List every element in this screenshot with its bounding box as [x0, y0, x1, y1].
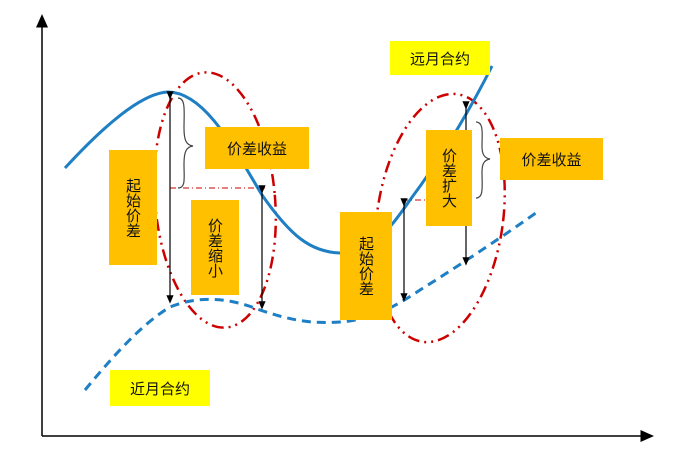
near-contract-curve: [83, 208, 541, 391]
spread-gain-left-label: 价差收益: [205, 127, 309, 169]
right-brace: [475, 121, 491, 199]
right-ellipse: [373, 92, 507, 344]
near-contract-label: 近月合约: [110, 370, 210, 406]
left-brace: [177, 97, 194, 189]
spread-narrow-label: 价差缩小: [191, 200, 239, 295]
spread-widen-label: 价差扩大: [426, 130, 472, 226]
start-spread-left-label: 起始价差: [109, 150, 157, 265]
start-spread-right-label: 起始价差: [340, 212, 392, 320]
far-contract-label: 远月合约: [390, 41, 490, 75]
spread-gain-right-label: 价差收益: [500, 138, 603, 180]
